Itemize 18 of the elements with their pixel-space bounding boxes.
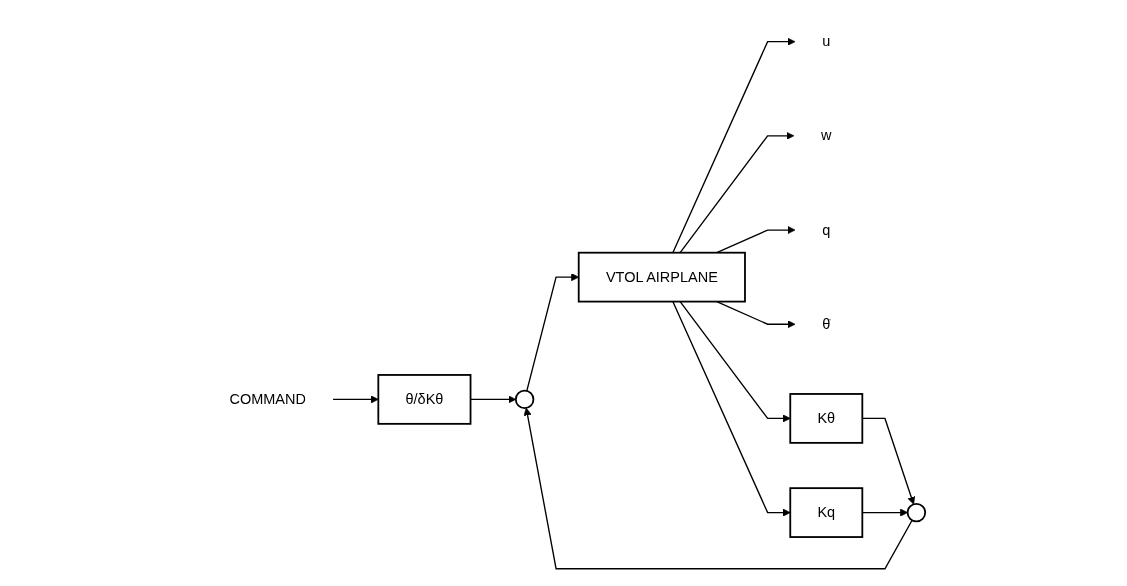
arrow bbox=[523, 407, 913, 570]
arrow bbox=[332, 395, 379, 404]
node-circle bbox=[906, 502, 926, 523]
node-text: u bbox=[822, 33, 831, 49]
node-text: COMMAND bbox=[229, 391, 306, 407]
node-box: VTOL AIRPLANE bbox=[577, 251, 746, 303]
node-text: w bbox=[820, 127, 832, 144]
node-circle bbox=[514, 389, 535, 410]
arrow bbox=[671, 300, 791, 517]
arrow bbox=[679, 300, 791, 423]
arrow bbox=[679, 131, 794, 254]
node-box: θ/δKθ bbox=[377, 374, 472, 425]
arrow bbox=[525, 273, 579, 392]
node-text: q bbox=[822, 221, 831, 238]
node-box: Kq bbox=[789, 487, 863, 538]
arrow bbox=[671, 37, 796, 254]
node-box: Kθ bbox=[789, 393, 863, 444]
node-text: θ̇ bbox=[822, 316, 831, 332]
